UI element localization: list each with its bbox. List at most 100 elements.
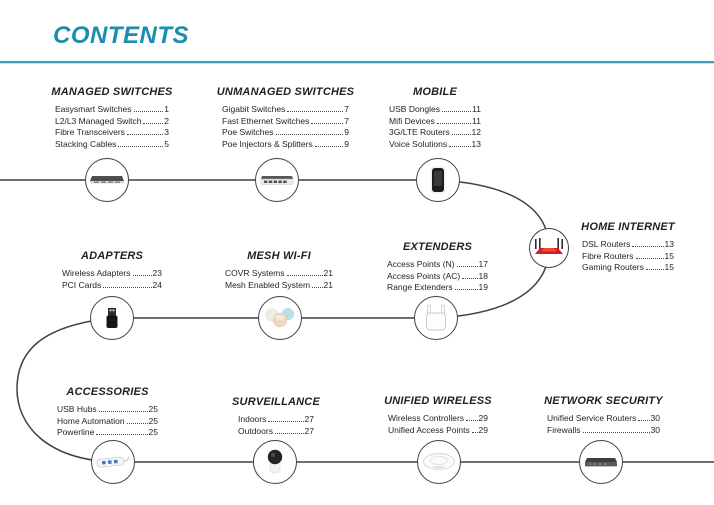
usb-hub-icon: [96, 456, 130, 468]
section-title: MOBILE: [413, 86, 457, 98]
mifi-device-icon: [430, 166, 446, 194]
dot-leader: [286, 275, 323, 276]
dot-leader: [311, 122, 344, 124]
node-unmanaged-switches: [255, 158, 299, 202]
ethernet-switch-icon: [260, 176, 294, 185]
node-adapters: [90, 296, 134, 340]
dot-leader: [118, 145, 164, 147]
dot-leader: [268, 421, 304, 422]
firewall-appliance-icon: [585, 458, 617, 467]
usb-adapter-icon: [106, 308, 118, 328]
dot-leader: [466, 420, 478, 421]
dot-leader: [132, 275, 152, 276]
node-network-security: [579, 440, 623, 484]
section-title: HOME INTERNET: [581, 221, 675, 233]
section-title: NETWORK SECURITY: [544, 395, 663, 407]
dot-leader: [635, 257, 664, 259]
node-accessories: [91, 440, 135, 484]
node-extenders: [414, 296, 458, 340]
dot-leader: [645, 269, 664, 270]
dot-leader: [96, 434, 148, 435]
node-surveillance: [253, 440, 297, 484]
section-title: SURVEILLANCE: [232, 396, 320, 408]
dot-leader: [436, 122, 472, 124]
dot-leader: [442, 111, 472, 112]
dot-leader: [103, 286, 152, 288]
title-divider: [0, 61, 714, 64]
dot-leader: [287, 111, 344, 112]
section-network-security: NETWORK SECURITY Unified Service Routers…: [544, 395, 663, 436]
section-title: MESH WI-FI: [247, 250, 311, 262]
gaming-router-icon: [535, 238, 563, 254]
toc-entry[interactable]: Access Points (AC)18: [387, 270, 488, 281]
dot-leader: [632, 246, 664, 247]
section-title: MANAGED SWITCHES: [51, 86, 173, 98]
dot-leader: [312, 286, 323, 288]
dot-leader: [275, 134, 344, 135]
dot-leader: [314, 145, 344, 147]
dot-leader: [143, 122, 164, 124]
node-home-internet: [529, 228, 569, 268]
dot-leader: [126, 134, 164, 135]
rackmount-switch-icon: [90, 176, 124, 184]
dot-leader: [126, 422, 148, 424]
node-mobile: [416, 158, 460, 202]
toc-entry[interactable]: Access Points (N)17: [387, 259, 488, 269]
mesh-pods-icon: [265, 307, 295, 328]
page-title: CONTENTS: [53, 22, 189, 49]
toc-list: Access Points (N)17 Access Points (AC)18…: [387, 259, 488, 294]
dot-leader: [133, 111, 164, 112]
range-extender-icon: [426, 304, 446, 331]
node-managed-switches: [85, 158, 129, 202]
dot-leader: [471, 431, 478, 433]
access-point-icon: [423, 453, 455, 470]
camera-icon: [267, 449, 283, 474]
dot-leader: [638, 420, 650, 421]
dot-leader: [274, 432, 304, 434]
dot-leader: [454, 289, 478, 290]
